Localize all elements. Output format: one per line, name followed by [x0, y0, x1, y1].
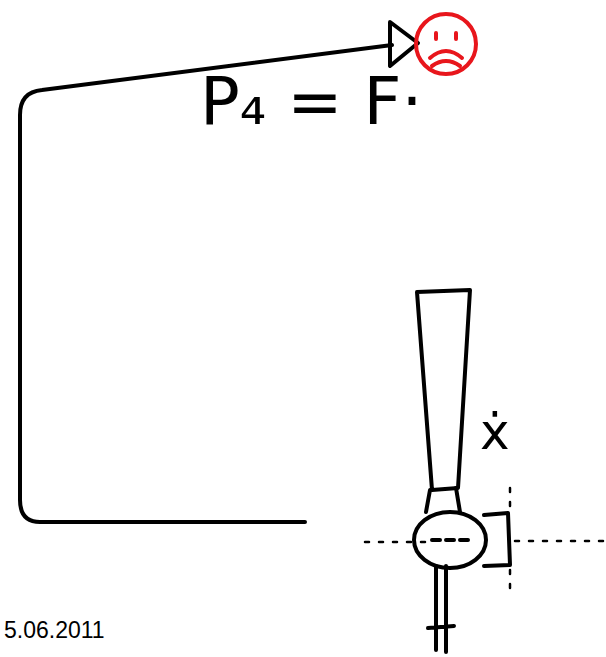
sad-face: [416, 14, 476, 74]
hand: [414, 512, 486, 568]
date-label: 5.06.2011: [4, 618, 105, 643]
variable-symbol: ẋ: [480, 405, 510, 460]
arm-segment: [417, 290, 470, 490]
axis-line: [365, 541, 430, 544]
arrow-head: [390, 22, 418, 66]
formula-text: P₄ = F·: [200, 66, 422, 139]
face-frown: [430, 51, 462, 66]
hand-axis: [432, 538, 468, 542]
face-eyes: [436, 33, 456, 39]
grip: [484, 513, 510, 566]
wrist: [426, 488, 460, 512]
axis-line: [509, 488, 512, 590]
lower-stick: [428, 566, 454, 652]
axis-line: [515, 540, 606, 543]
